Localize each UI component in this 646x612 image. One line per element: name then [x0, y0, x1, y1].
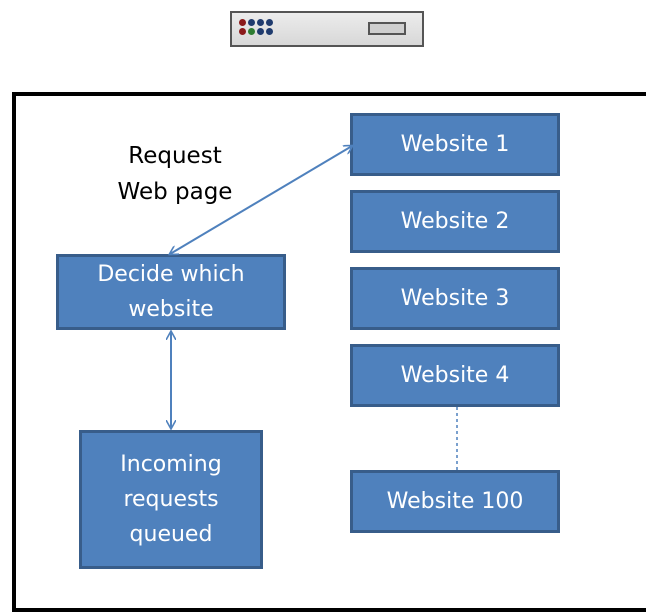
server-led-icon: [239, 28, 246, 35]
server-led-icon: [266, 28, 273, 35]
decide-box: Decide which website: [56, 254, 286, 330]
server-led-icon: [257, 28, 264, 35]
server-icon: [230, 11, 424, 47]
server-led-icon: [248, 19, 255, 26]
connector-layer: [0, 0, 458, 470]
website-label: Website 3: [400, 286, 510, 311]
request-arrow: [170, 146, 352, 254]
website-box: Website 1: [350, 113, 560, 176]
queue-box-line: Incoming: [120, 452, 222, 477]
website-box: Website 2: [350, 190, 560, 253]
server-led-icon: [266, 19, 273, 26]
server-led-icon: [248, 28, 255, 35]
queue-box-line: queued: [129, 522, 213, 547]
decide-box-line: website: [128, 297, 214, 322]
website-box: Website 100: [350, 470, 560, 533]
website-label: Website 100: [386, 489, 524, 514]
queue-box: Incoming requests queued: [79, 430, 263, 569]
website-box: Website 3: [350, 267, 560, 330]
server-drive-slot: [368, 22, 406, 35]
website-label: Website 4: [400, 363, 510, 388]
decide-box-line: Decide which: [97, 262, 245, 287]
website-label: Website 1: [400, 132, 510, 157]
queue-box-line: requests: [123, 487, 219, 512]
website-label: Website 2: [400, 209, 510, 234]
server-led-icon: [239, 19, 246, 26]
website-box: Website 4: [350, 344, 560, 407]
server-led-icon: [257, 19, 264, 26]
